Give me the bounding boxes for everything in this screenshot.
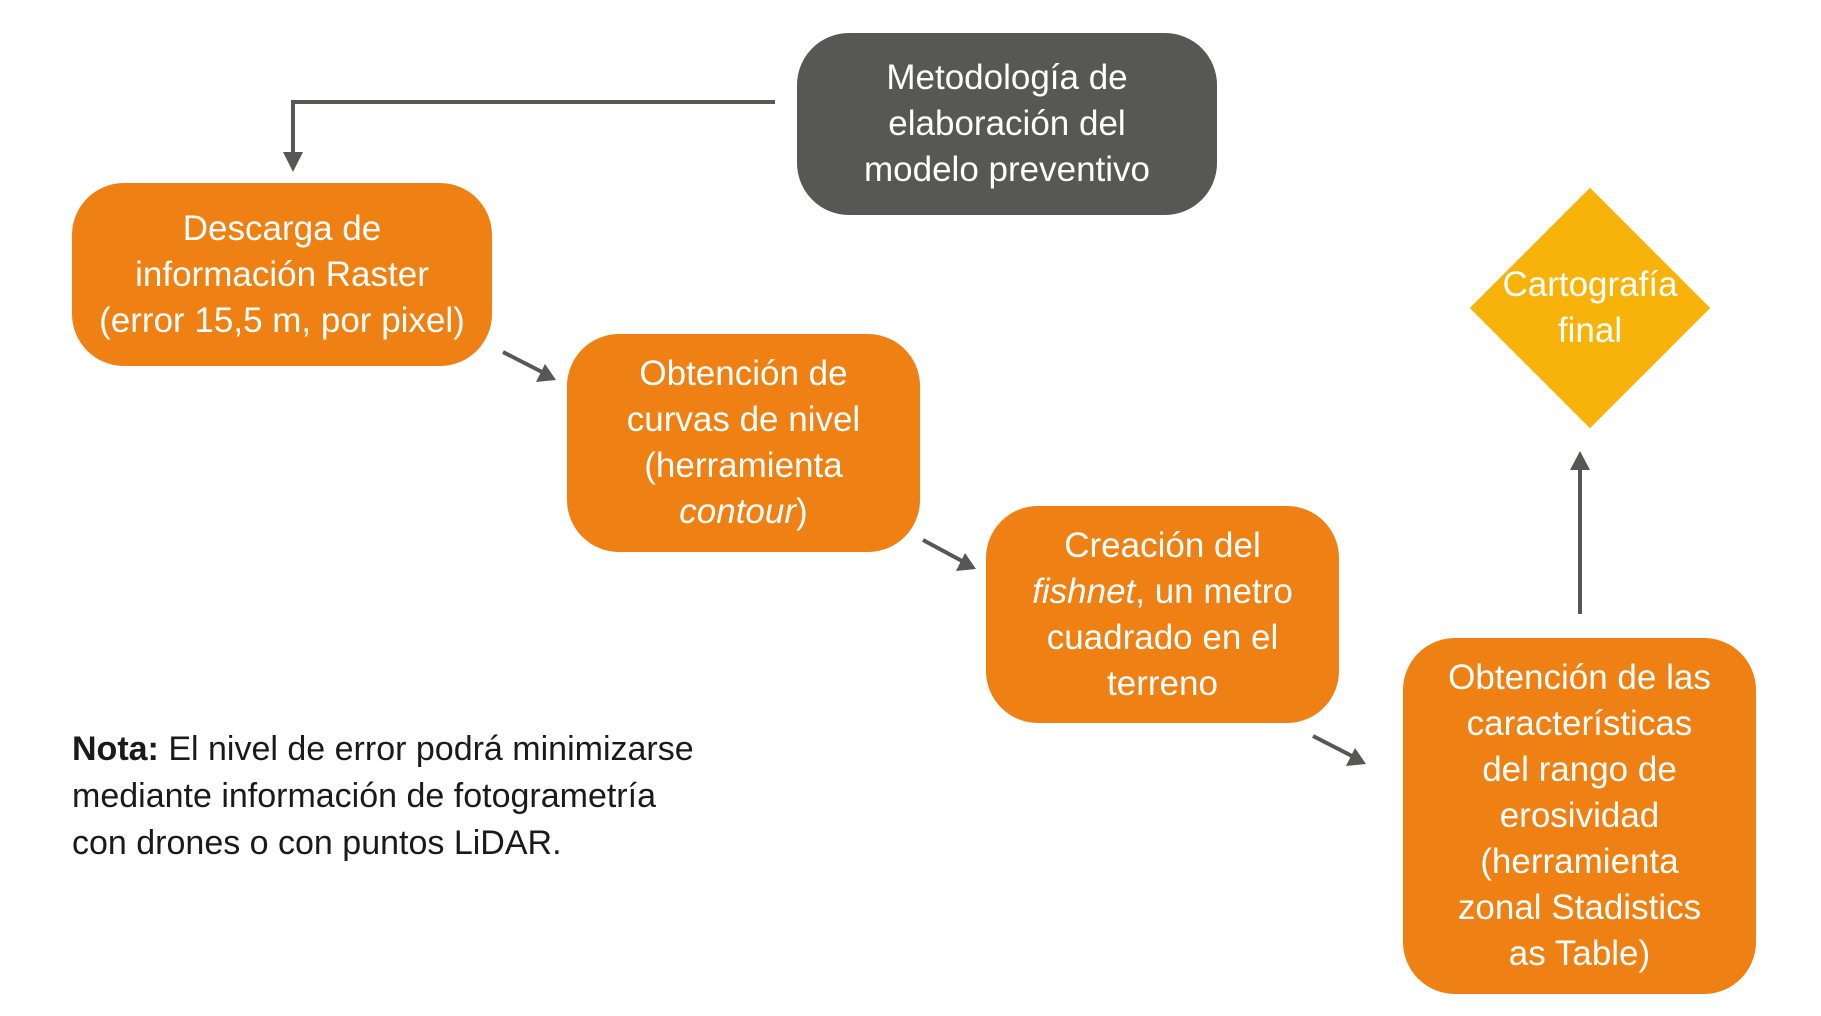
node-final-line1: Cartografía (1502, 265, 1678, 304)
node-fishnet-line1: Creación del (1064, 525, 1261, 565)
node-fishnet-line4: terreno (1107, 663, 1218, 703)
arrow-raster-to-contour (502, 350, 556, 382)
node-contour-lines: Obtención de curvas de nivel (herramient… (567, 334, 920, 552)
node-zonal-line4: erosividad (1499, 796, 1660, 835)
node-raster-line2: información Raster (135, 254, 429, 294)
node-zonal-line7: as Table) (1508, 934, 1651, 973)
note-line1: El nivel de error podrá minimizarse (158, 730, 694, 768)
node-final-cartography: Cartografía final (1469, 187, 1711, 429)
node-zonal-line2: características (1466, 704, 1693, 743)
node-fishnet-tool-name: fishnet (1032, 571, 1136, 611)
arrow-fishnet-to-zonal (1312, 734, 1366, 766)
node-methodology-start: Metodología de elaboración del modelo pr… (797, 33, 1217, 215)
note-label: Nota: (72, 730, 159, 768)
node-contour-tool-name: contour (679, 492, 797, 531)
node-fishnet-line2-tail: , un metro (1135, 571, 1293, 611)
footnote: Nota: El nivel de error podrá minimizars… (72, 726, 792, 867)
node-contour-line1: Obtención de (639, 354, 848, 393)
node-contour-line4-tail: ) (796, 492, 808, 531)
node-start-line2: elaboración del (888, 104, 1126, 143)
node-zonal-line1: Obtención de las (1448, 658, 1711, 697)
node-zonal-statistics: Obtención de las características del ran… (1403, 638, 1756, 994)
node-raster-download: Descarga de información Raster (error 15… (72, 183, 492, 366)
arrow-zonal-to-final (1570, 451, 1590, 614)
note-line2: mediante información de fotogrametría (72, 777, 656, 815)
node-start-line1: Metodología de (886, 58, 1128, 97)
node-final-line2: final (1557, 311, 1623, 350)
node-fishnet-line3: cuadrado en el (1046, 617, 1279, 657)
node-contour-line3: (herramienta (644, 446, 843, 485)
node-zonal-line6: zonal Stadistics (1457, 888, 1702, 927)
node-raster-line1: Descarga de (182, 208, 382, 248)
node-zonal-line3: del rango de (1482, 750, 1677, 789)
arrow-contour-to-fishnet (922, 538, 976, 571)
arrow-start-to-raster (283, 100, 775, 172)
node-contour-line2: curvas de nivel (626, 400, 861, 439)
node-zonal-line5: (herramienta (1480, 842, 1679, 881)
note-line3: con drones o con puntos LiDAR. (72, 824, 562, 862)
node-fishnet: Creación del fishnet, un metro cuadrado … (986, 506, 1339, 723)
node-raster-line3: (error 15,5 m, por pixel) (99, 300, 465, 340)
node-start-line3: modelo preventivo (864, 150, 1150, 189)
